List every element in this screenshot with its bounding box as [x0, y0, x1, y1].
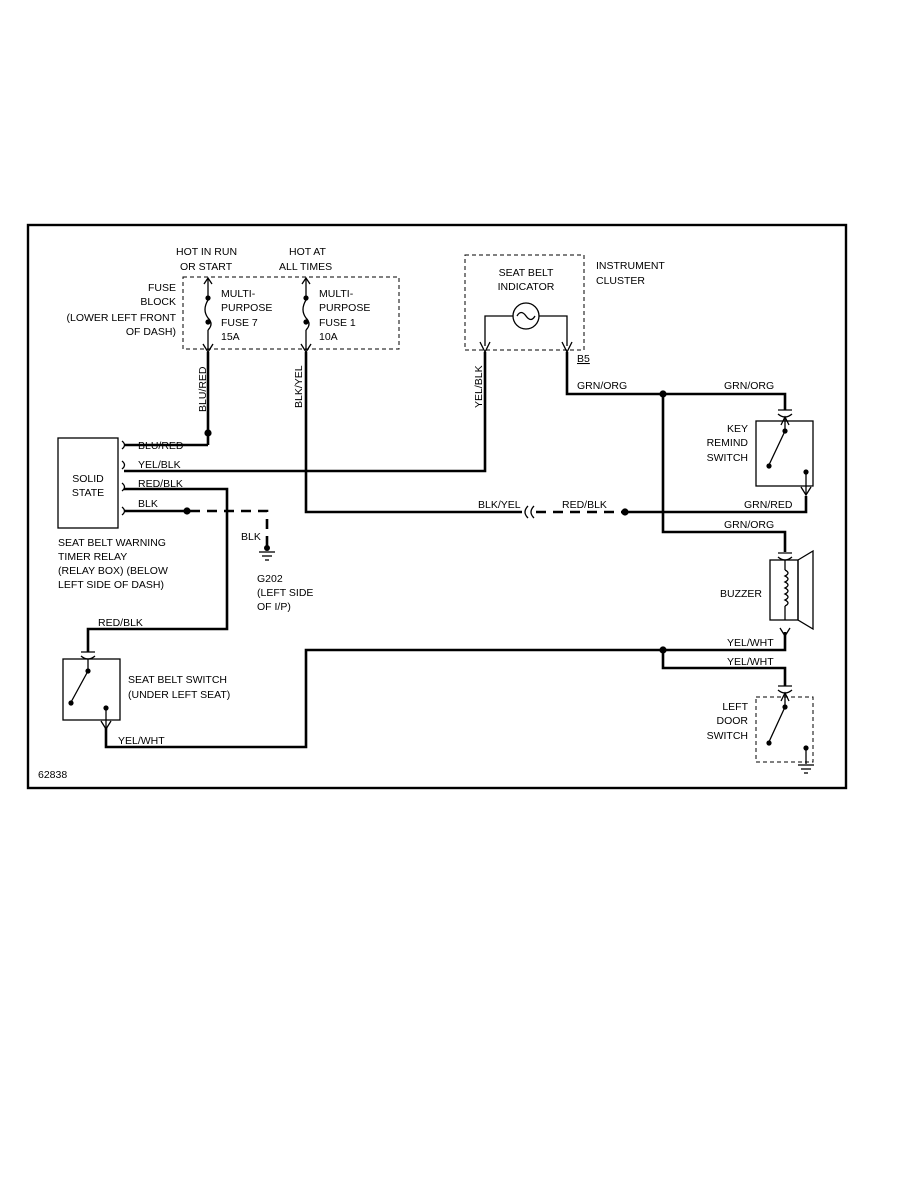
wire-label-yel-wht-door: YEL/WHT — [727, 656, 774, 668]
diagram-id: 62838 — [38, 769, 67, 781]
fuse-block-label-2: BLOCK — [140, 296, 176, 308]
wire-label-yel-wht: YEL/WHT — [118, 735, 165, 747]
seat-belt-switch-box — [62, 658, 121, 721]
wire-label-red-blk-connector: RED/BLK — [562, 499, 607, 511]
splice-blk — [183, 507, 191, 515]
wire-label-grn-org-buzzer: GRN/ORG — [724, 519, 774, 531]
fuse-block-label-1: FUSE — [148, 282, 176, 294]
door-switch-label-1: LEFT — [722, 701, 748, 713]
wire-blk-yel — [304, 352, 522, 514]
fuse-7-label-2: PURPOSE — [221, 302, 272, 314]
wire-label-blk-yel-vertical: BLK/YEL — [293, 365, 305, 408]
relay-terminals — [121, 440, 126, 516]
buzzer-icon — [769, 549, 814, 638]
wire-label-red-blk-lower: RED/BLK — [98, 617, 143, 629]
key-switch-label-1: KEY — [727, 423, 748, 435]
fuse-7-label-3: FUSE 7 — [221, 317, 258, 329]
wire-label-blu-red: BLU/RED — [138, 440, 184, 452]
hot-in-run-label-2: OR START — [180, 261, 233, 273]
fuse-7-symbol — [202, 276, 214, 354]
wire-label-grn-org-key: GRN/ORG — [724, 380, 774, 392]
wire-label-yel-blk-vertical: YEL/BLK — [473, 365, 485, 408]
relay-label-3: (RELAY BOX) (BELOW — [58, 565, 168, 577]
fuse-1-label-4: 10A — [319, 331, 338, 343]
instrument-cluster-label-1: INSTRUMENT — [596, 260, 665, 272]
door-switch-label-3: SWITCH — [707, 730, 748, 742]
ground-label-2: OF I/P) — [257, 601, 291, 613]
hot-in-run-label-1: HOT IN RUN — [176, 246, 237, 258]
ground-label-1: (LEFT SIDE — [257, 587, 313, 599]
key-switch-symbol — [766, 409, 812, 497]
wire-yel-blk — [124, 352, 487, 473]
seat-belt-switch-label-1: SEAT BELT SWITCH — [128, 674, 227, 686]
hot-at-all-times-label-2: ALL TIMES — [279, 261, 332, 273]
wire-label-grn-org: GRN/ORG — [577, 380, 627, 392]
buzzer-label: BUZZER — [720, 588, 762, 600]
instrument-cluster-box — [464, 254, 585, 351]
wire-label-blk-ground: BLK — [241, 531, 261, 543]
wire-label-blk-yel: BLK/YEL — [478, 499, 521, 511]
door-switch-label-2: DOOR — [717, 715, 749, 727]
fuse-1-symbol — [300, 276, 312, 354]
fuse-7-label-4: 15A — [221, 331, 240, 343]
relay-label-2: TIMER RELAY — [58, 551, 127, 563]
wire-grn-org — [565, 352, 787, 410]
seat-belt-indicator-label-2: INDICATOR — [498, 281, 555, 293]
seat-belt-switch-label-2: (UNDER LEFT SEAT) — [128, 689, 230, 701]
relay-label-4: LEFT SIDE OF DASH) — [58, 579, 164, 591]
inline-connector-icon — [524, 505, 535, 519]
solid-state-relay-box — [57, 437, 119, 529]
wire-label-red-blk: RED/BLK — [138, 478, 183, 490]
seat-belt-switch-symbol — [68, 651, 112, 731]
key-switch-label-3: SWITCH — [707, 452, 748, 464]
wire-red-blk — [86, 487, 229, 652]
diagram-frame — [26, 223, 848, 790]
indicator-bulb-icon — [479, 302, 573, 354]
wire-label-yel-blk: YEL/BLK — [138, 459, 181, 471]
solid-state-label-2: STATE — [72, 487, 104, 499]
ground-icon — [259, 545, 275, 561]
wire-label-grn-red: GRN/RED — [744, 499, 793, 511]
wire-label-blk: BLK — [138, 498, 158, 510]
fuse-block-label-4: OF DASH) — [126, 326, 176, 338]
cluster-connector-b5: B5 — [577, 353, 590, 365]
fuse-1-label-3: FUSE 1 — [319, 317, 356, 329]
hot-at-all-times-label-1: HOT AT — [289, 246, 327, 258]
fuse-1-label-2: PURPOSE — [319, 302, 370, 314]
door-switch-ground-icon — [798, 764, 814, 774]
fuse-block-label-3: (LOWER LEFT FRONT — [67, 312, 177, 324]
fuse-7-label-1: MULTI- — [221, 288, 256, 300]
fuse-1-label-1: MULTI- — [319, 288, 354, 300]
splice-blu-red — [204, 429, 212, 437]
relay-label-1: SEAT BELT WARNING — [58, 537, 166, 549]
wire-yel-wht — [104, 632, 787, 749]
ground-id: G202 — [257, 573, 283, 585]
fuse-block-box — [182, 276, 400, 350]
solid-state-label-1: SOLID — [72, 473, 104, 485]
seat-belt-indicator-label-1: SEAT BELT — [499, 267, 554, 279]
wire-label-yel-wht-buzzer: YEL/WHT — [727, 637, 774, 649]
instrument-cluster-label-2: CLUSTER — [596, 275, 645, 287]
wire-label-blu-red-vertical: BLU/RED — [197, 366, 209, 412]
door-switch-symbol — [766, 685, 809, 764]
key-switch-label-2: REMIND — [707, 437, 749, 449]
